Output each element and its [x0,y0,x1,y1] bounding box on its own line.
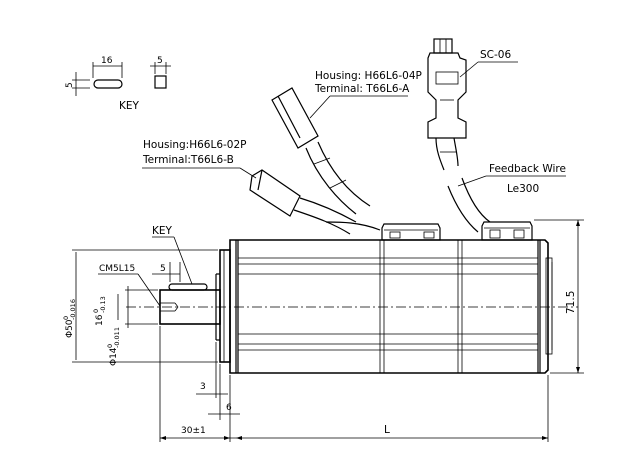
key-thickness-label: 5 [157,56,163,66]
brake-housing-label: Housing: H66L6-04P [315,70,422,82]
feedback-wire-label: Feedback Wire [489,163,566,175]
spigot-diameter-label: Φ50 [65,319,75,338]
shaft-diameter-label: Φ14 [109,347,119,366]
brake-connector: Housing: H66L6-04P Terminal: T66L6-A [271,70,422,215]
flange-thickness-label: 6 [226,403,232,413]
power-terminal-label: Terminal:T66L6-B [142,154,234,166]
key-detail: 16 5 5 KEY [65,56,171,112]
length-dimensions: 3 6 30±1 L [159,326,549,442]
flange-offset-label: 3 [200,382,206,392]
thread-label: CM5L15 [99,264,135,274]
shaft-key-label: KEY [152,225,173,237]
shaft [126,273,578,341]
motor-body [219,221,553,374]
body-length-label: L [384,424,390,436]
shaft-key-height-label: 16 [95,314,105,326]
brake-terminal-label: Terminal: T66L6-A [314,83,410,95]
power-connector: Housing:H66L6-02P Terminal:T66L6-B [142,139,381,235]
shaft-length-label: 30±1 [181,426,206,436]
key-detail-title: KEY [119,100,140,112]
encoder-connector-label: SC-06 [480,49,511,61]
key-length-label: 16 [101,56,113,66]
key-width-label: 5 [65,82,75,88]
shaft-key-height-tol-upper: 0 [92,309,100,313]
key-end-outline [154,75,167,89]
shaft-key-width-label: 5 [160,264,166,274]
power-housing-label: Housing:H66L6-02P [143,139,247,151]
shaft-diameter-tol-lower: -0.011 [113,327,121,348]
shaft-key-height-tol-lower: -0.13 [99,296,107,313]
encoder-connector: SC-06 [427,38,518,171]
shaft-dimensions: KEY CM5L15 5 16 0 -0.13 Φ14 0 -0.011 [62,225,218,366]
feedback-wire-length: Le300 [507,183,539,195]
spigot-diameter-tol-lower: -0.016 [69,299,77,320]
key-side-outline [93,79,123,89]
feedback-wire: Feedback Wire Le300 [447,163,566,233]
shaft-diameter-tol-upper: 0 [106,344,114,348]
height-dimension: 71.5 [534,219,584,374]
body-height-label: 71.5 [565,291,577,314]
spigot-diameter-tol-upper: 0 [62,316,70,320]
